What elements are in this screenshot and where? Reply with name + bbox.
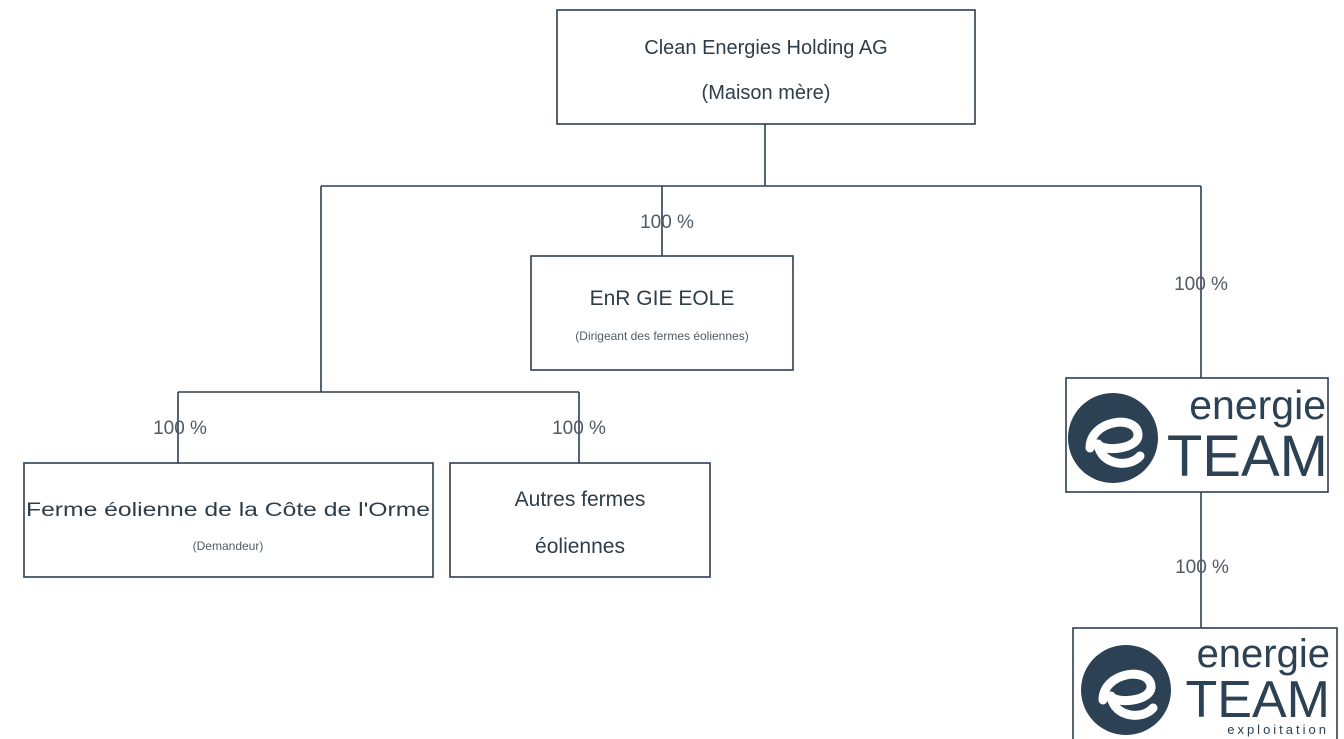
pct-label-other-farms: 100 % — [552, 418, 606, 439]
ownership-labels: 100 % 100 % 100 % 100 % 100 % — [153, 212, 1229, 578]
energieteam-logo-word-top: energie — [1189, 382, 1326, 428]
node-farm: Ferme éolienne de la Côte de l'Orme (Dem… — [23, 462, 434, 578]
node-other-farms-line1: Autres fermes — [515, 488, 646, 511]
node-parent-name: Clean Energies Holding AG — [644, 37, 887, 59]
node-farm-role: (Demandeur) — [193, 539, 264, 553]
energieteam-exploitation-logo-icon — [1081, 645, 1171, 735]
pct-label-farm: 100 % — [153, 418, 207, 439]
exploitation-logo-sub: exploitation — [1227, 722, 1329, 737]
node-parent: Clean Energies Holding AG (Maison mère) — [556, 9, 976, 125]
node-parent-role: (Maison mère) — [702, 82, 831, 104]
pct-label-energieteam: 100 % — [1174, 274, 1228, 295]
exploitation-logo-word-top: energie — [1197, 632, 1330, 676]
node-gie-role: (Dirigeant des fermes éoliennes) — [575, 329, 748, 343]
node-other-farms: Autres fermes éoliennes — [449, 462, 711, 578]
node-gie: EnR GIE EOLE (Dirigeant des fermes éolie… — [530, 255, 794, 371]
node-gie-name: EnR GIE EOLE — [590, 287, 735, 310]
exploitation-logo-word-bottom: TEAM — [1186, 671, 1330, 729]
pct-label-gie: 100 % — [640, 212, 694, 233]
node-other-farms-line2: éoliennes — [535, 535, 625, 558]
connector-lines — [177, 124, 1202, 628]
energieteam-logo-word-bottom: TEAM — [1167, 424, 1328, 489]
node-farm-name: Ferme éolienne de la Côte de l'Orme — [26, 500, 430, 521]
pct-label-exploitation: 100 % — [1175, 557, 1229, 578]
node-energieteam-exploitation: energie TEAM exploitation — [1072, 627, 1338, 739]
node-energieteam: energie TEAM — [1065, 377, 1329, 493]
energieteam-logo-icon — [1068, 393, 1158, 483]
